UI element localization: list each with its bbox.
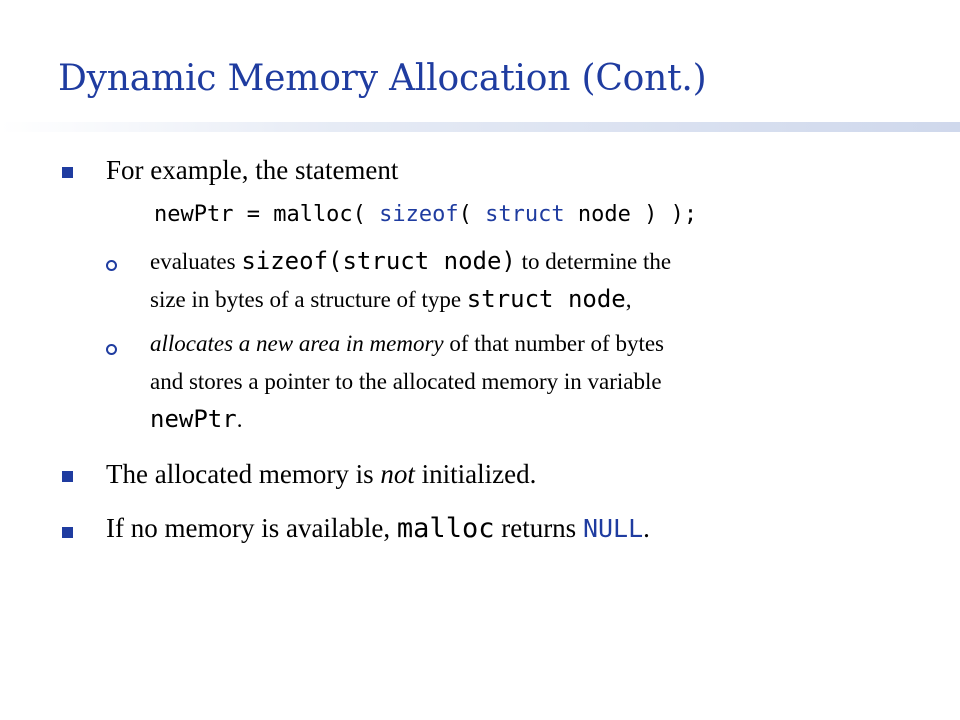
bullet-1-text: For example, the statement bbox=[106, 155, 399, 185]
title-underline-bar bbox=[0, 122, 960, 132]
inline-code-malloc: malloc bbox=[396, 513, 495, 544]
text-segment: returns bbox=[494, 513, 583, 543]
code-keyword-sizeof: sizeof bbox=[379, 202, 459, 227]
text-segment: size in bytes of a structure of type bbox=[150, 287, 467, 312]
text-segment: If no memory is available, bbox=[106, 513, 397, 543]
sub-bullet-2-line-1: allocates a new area in memory of that n… bbox=[150, 331, 664, 357]
sub-bullet-circle-icon bbox=[106, 344, 117, 355]
bullet-3-text: If no memory is available, malloc return… bbox=[106, 513, 650, 544]
code-part-2: ( bbox=[458, 202, 486, 227]
bullet-square-icon bbox=[62, 527, 73, 538]
sub-bullet-1-line-2: size in bytes of a structure of type str… bbox=[150, 285, 632, 313]
bullet-2-text: The allocated memory is not initialized. bbox=[106, 459, 536, 490]
sub-bullet-2-line-2: and stores a pointer to the allocated me… bbox=[150, 369, 662, 394]
sub-bullet-2-line-3: newPtr. bbox=[150, 405, 242, 433]
text-segment: . bbox=[236, 407, 243, 432]
sub-bullet-1-line-1: evaluates sizeof(struct node) to determi… bbox=[150, 247, 671, 275]
code-statement: newPtr = malloc( sizeof( struct node ) )… bbox=[154, 202, 697, 227]
inline-code-sizeof: sizeof(struct node) bbox=[241, 247, 516, 275]
bullet-square-icon bbox=[62, 471, 73, 482]
inline-code-null: NULL bbox=[582, 514, 644, 543]
text-segment: initialized. bbox=[414, 459, 537, 489]
inline-code-newptr: newPtr bbox=[150, 405, 237, 433]
code-part-3: node ) ); bbox=[564, 202, 698, 227]
text-segment: , bbox=[625, 287, 632, 312]
code-part-1: newPtr = malloc( bbox=[154, 202, 380, 227]
inline-code-struct-node: struct node bbox=[466, 285, 626, 313]
sub-bullet-circle-icon bbox=[106, 260, 117, 271]
text-segment: evaluates bbox=[150, 249, 242, 274]
text-segment: to determine the bbox=[515, 249, 672, 274]
slide-title: Dynamic Memory Allocation (Cont.) bbox=[58, 58, 707, 99]
code-keyword-struct: struct bbox=[485, 202, 565, 227]
text-segment: of that number of bytes bbox=[443, 331, 664, 356]
italic-text: allocates a new area in memory bbox=[150, 331, 444, 356]
italic-text: not bbox=[380, 459, 415, 489]
text-segment: The allocated memory is bbox=[106, 459, 381, 489]
bullet-square-icon bbox=[62, 167, 73, 178]
text-segment: . bbox=[643, 513, 650, 543]
